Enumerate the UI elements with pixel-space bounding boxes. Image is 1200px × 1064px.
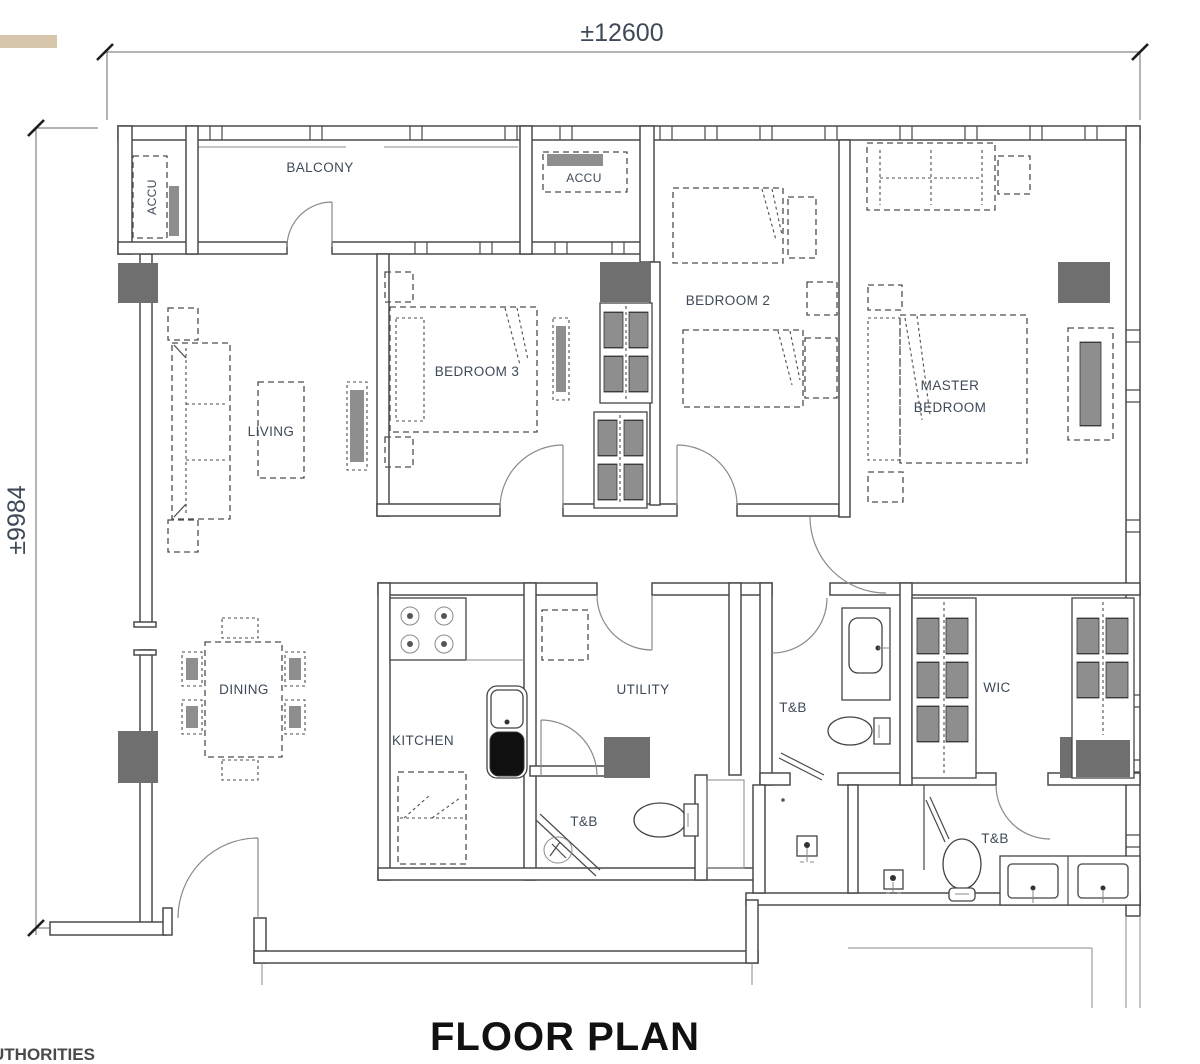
accent-bar	[0, 35, 57, 48]
coffee-table-icon	[257, 381, 305, 479]
bed-icon-master	[867, 284, 1028, 503]
dimension-height-label: ±9984	[3, 485, 31, 554]
toilet-icon-tb-middle	[827, 716, 891, 746]
accu-unit-icon-left	[132, 155, 179, 239]
room-label-kitchen: KITCHEN	[392, 733, 454, 748]
room-label-wic: WIC	[983, 680, 1010, 695]
stove-icon	[389, 597, 524, 661]
room-label-accu-left: ACCU	[145, 179, 159, 215]
shower-head-icon-tb-master	[883, 869, 904, 894]
kitchen-sink-icon	[486, 685, 528, 779]
room-label-dining: DINING	[219, 682, 269, 697]
furniture	[132, 142, 1141, 906]
toilet-icon-tb-kitchen	[633, 802, 699, 838]
utility-box-icon	[541, 609, 589, 661]
room-label-tb-middle: T&B	[779, 700, 806, 715]
room-labels: BALCONY ACCU ACCU BEDROOM 3 BEDROOM 2 MA…	[145, 160, 1010, 846]
bed-icons-bedroom2	[672, 187, 838, 408]
shower-door-tb-middle	[778, 752, 825, 781]
shower-icon-tb-kitchen	[535, 813, 601, 877]
dimension-lines: ±12600 ±9984	[3, 19, 1149, 937]
drawing-title: FLOOR PLAN	[430, 1015, 700, 1059]
toilet-icon-tb-master	[942, 838, 982, 902]
wardrobe-icon-wic-left	[911, 597, 977, 779]
clipped-margin-text: UTHORITIES	[0, 1045, 95, 1064]
shower-head-icon-tb-middle	[796, 835, 818, 863]
room-label-master-line1: MASTER	[921, 378, 980, 393]
room-label-bedroom2: BEDROOM 2	[686, 293, 771, 308]
interior-walls	[185, 125, 1141, 894]
wardrobe-icon-wic-right	[1071, 597, 1135, 779]
vanity-icon-tb-master	[999, 855, 1141, 906]
door-swings	[177, 201, 1051, 919]
room-label-accu-right: ACCU	[566, 171, 602, 185]
room-label-master-line2: BEDROOM	[914, 400, 987, 415]
vanity-icon-tb-middle	[841, 607, 891, 701]
room-label-bedroom3: BEDROOM 3	[435, 364, 520, 379]
dresser-icon-master	[1067, 327, 1114, 441]
room-label-utility: UTILITY	[616, 682, 669, 697]
room-label-living: LIVING	[248, 424, 295, 439]
dining-table-icon	[181, 617, 306, 781]
kitchen-cabinet-icon	[397, 771, 467, 865]
bed-icon-bedroom3	[384, 271, 570, 468]
room-label-tb-master: T&B	[981, 831, 1008, 846]
sofa-icon-master	[866, 142, 1031, 211]
shower-door-tb-master	[925, 796, 950, 843]
window-mullions	[196, 126, 1140, 848]
wardrobe-icon-central-lower	[593, 411, 648, 509]
room-label-balcony: BALCONY	[286, 160, 353, 175]
wardrobe-icon-central-upper	[599, 302, 653, 404]
wardrobe-icons	[593, 302, 1135, 779]
media-console-icon	[346, 381, 368, 471]
dimension-width-label: ±12600	[580, 19, 663, 47]
sofa-icon-living	[167, 307, 231, 553]
accu-unit-icon-right	[542, 151, 628, 193]
room-label-tb-kitchen: T&B	[570, 814, 597, 829]
